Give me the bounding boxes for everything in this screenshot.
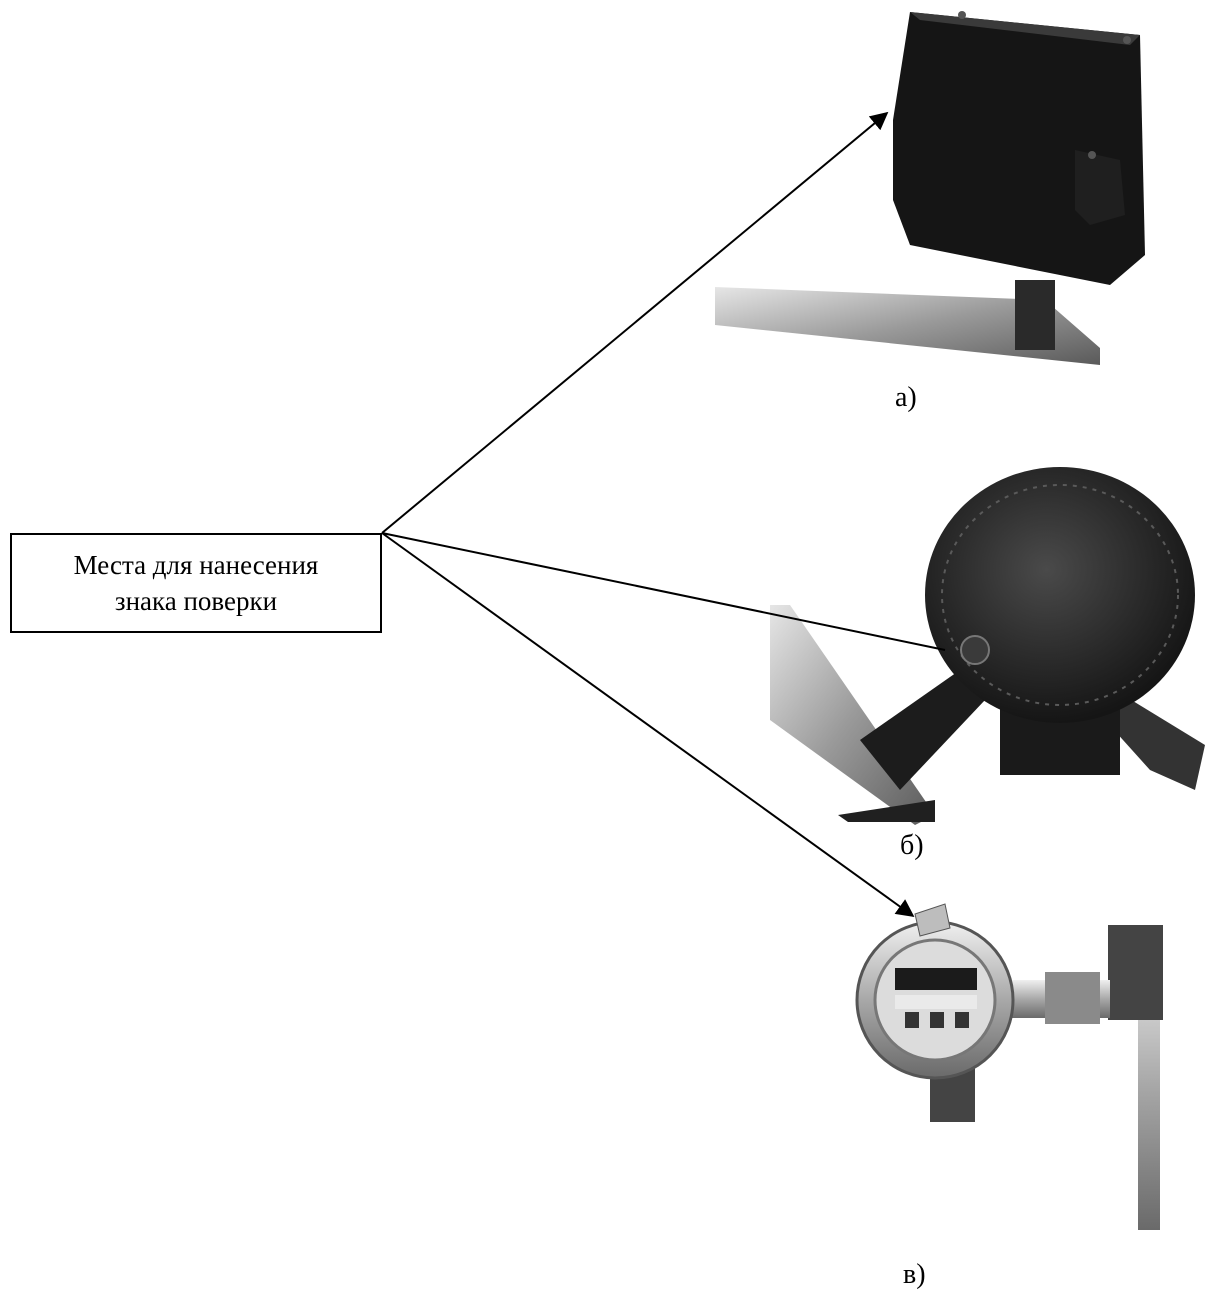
caption-a: а) xyxy=(895,383,917,413)
device-b-image xyxy=(770,467,1205,825)
pointer-line-b xyxy=(382,533,945,650)
device-v-image xyxy=(857,904,1163,1230)
caption-b: б) xyxy=(900,831,924,861)
device-a-image xyxy=(715,11,1145,365)
callout-line-2: знака поверки xyxy=(74,583,319,619)
callout-line-1: Места для нанесения xyxy=(74,547,319,583)
callout-box: Места для нанесения знака поверки xyxy=(10,533,382,633)
caption-v: в) xyxy=(903,1260,926,1290)
